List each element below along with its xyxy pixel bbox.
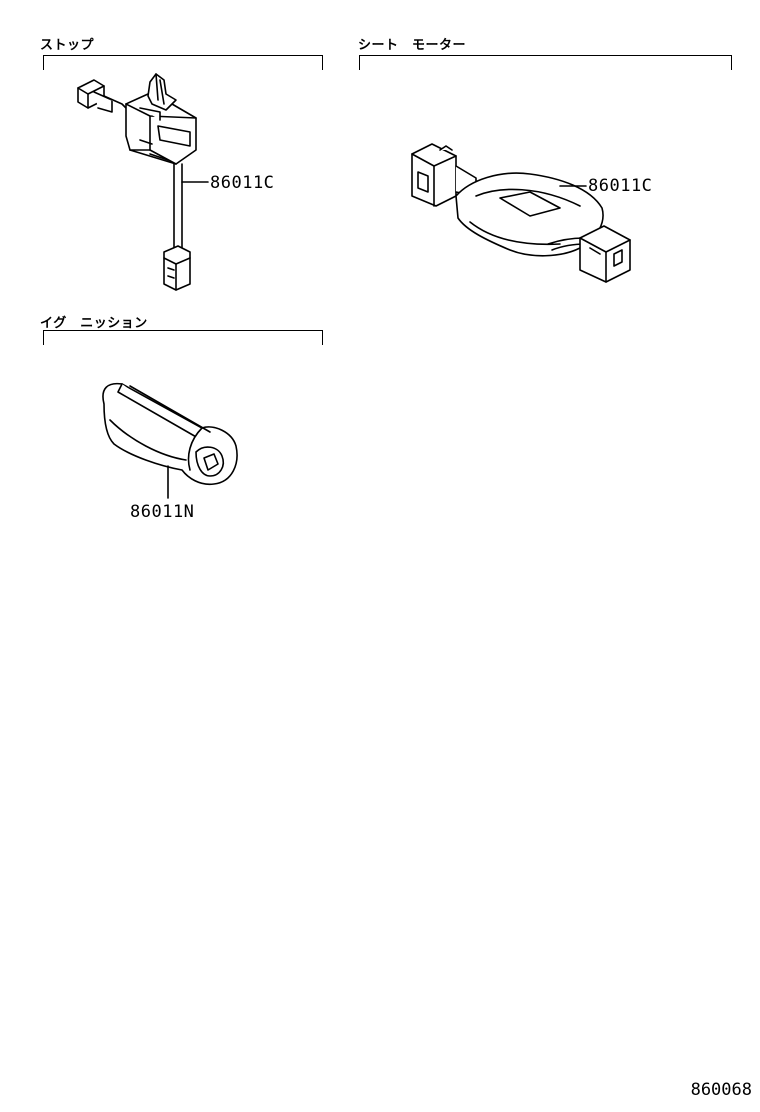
seat-motor-section-title: シート モーター <box>358 38 467 53</box>
ignition-section-title: イグ ニッション <box>40 316 148 331</box>
ignition-part-number: 86011N <box>130 502 195 522</box>
seat-motor-section-bracket <box>359 55 732 70</box>
ignition-section-bracket <box>43 330 323 345</box>
stop-section-bracket <box>43 55 323 70</box>
seat-motor-part-number: 86011C <box>588 176 653 196</box>
stop-wire-harness-drawing <box>77 73 209 291</box>
figure-code: 860068 <box>690 1080 752 1100</box>
ignition-cover-drawing <box>102 382 238 499</box>
seat-motor-harness-drawing <box>411 143 631 283</box>
stop-part-number: 86011C <box>210 173 275 193</box>
stop-section-title: ストップ <box>40 38 95 53</box>
